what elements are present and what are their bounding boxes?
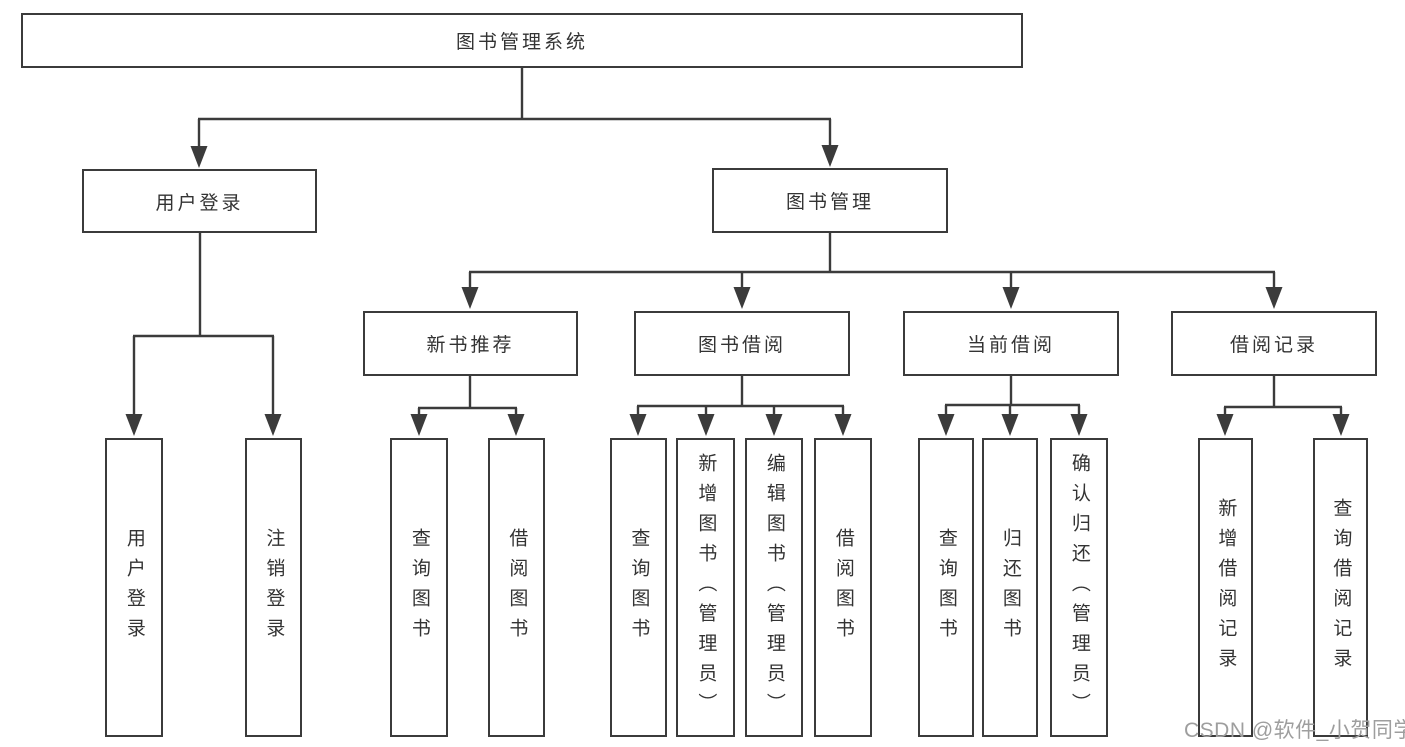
leaf-user-login: 用户登录 — [105, 438, 163, 737]
leaf-borrow-books-label: 借阅图书 — [832, 527, 854, 648]
leaf-edit-books-admin-label: 编辑图书（管理员） — [763, 452, 785, 723]
leaf-return-books-label: 归还图书 — [999, 527, 1021, 648]
node-new-book-recommend: 新书推荐 — [363, 311, 578, 376]
leaf-query-books-current-label: 查询图书 — [935, 527, 957, 648]
leaf-query-books-recommend: 查询图书 — [390, 438, 448, 737]
node-current-borrowing: 当前借阅 — [903, 311, 1119, 376]
csdn-watermark: CSDN @软件_小贺同学 — [1184, 719, 1405, 742]
leaf-user-login-label: 用户登录 — [123, 527, 145, 648]
leaf-query-books-current: 查询图书 — [918, 438, 974, 737]
connector-current-to-children — [937, 376, 1088, 436]
node-book-management: 图书管理 — [712, 168, 948, 233]
connector-root-to-level2 — [190, 68, 839, 168]
node-library-management-system: 图书管理系统 — [21, 13, 1023, 68]
leaf-confirm-return-admin-label: 确认归还（管理员） — [1068, 452, 1090, 723]
node-borrowing-records: 借阅记录 — [1171, 311, 1377, 376]
leaf-edit-books-admin: 编辑图书（管理员） — [745, 438, 803, 737]
leaf-add-borrow-record: 新增借阅记录 — [1198, 438, 1253, 737]
leaf-query-books-borrow-label: 查询图书 — [628, 527, 650, 648]
node-user-login: 用户登录 — [82, 169, 317, 233]
leaf-query-books-recommend-label: 查询图书 — [408, 527, 430, 648]
leaf-borrow-books: 借阅图书 — [814, 438, 872, 737]
connector-mgmt-to-level3 — [461, 233, 1283, 309]
node-book-borrowing: 图书借阅 — [634, 311, 850, 376]
leaf-return-books: 归还图书 — [982, 438, 1038, 737]
leaf-query-books-borrow: 查询图书 — [610, 438, 667, 737]
leaf-logout: 注销登录 — [245, 438, 302, 737]
connector-records-to-children — [1216, 376, 1350, 436]
connector-user-to-children — [125, 233, 282, 436]
leaf-borrow-books-recommend: 借阅图书 — [488, 438, 545, 737]
leaf-query-borrow-record-label: 查询借阅记录 — [1330, 497, 1352, 678]
leaf-borrow-books-recommend-label: 借阅图书 — [506, 527, 528, 648]
connector-recommend-to-children — [410, 376, 525, 436]
leaf-add-borrow-record-label: 新增借阅记录 — [1215, 497, 1237, 678]
leaf-query-borrow-record: 查询借阅记录 — [1313, 438, 1368, 737]
leaf-logout-label: 注销登录 — [263, 527, 285, 648]
leaf-confirm-return-admin: 确认归还（管理员） — [1050, 438, 1108, 737]
connector-borrow-to-children — [629, 376, 852, 436]
leaf-add-books-admin-label: 新增图书（管理员） — [695, 452, 717, 723]
leaf-add-books-admin: 新增图书（管理员） — [676, 438, 735, 737]
